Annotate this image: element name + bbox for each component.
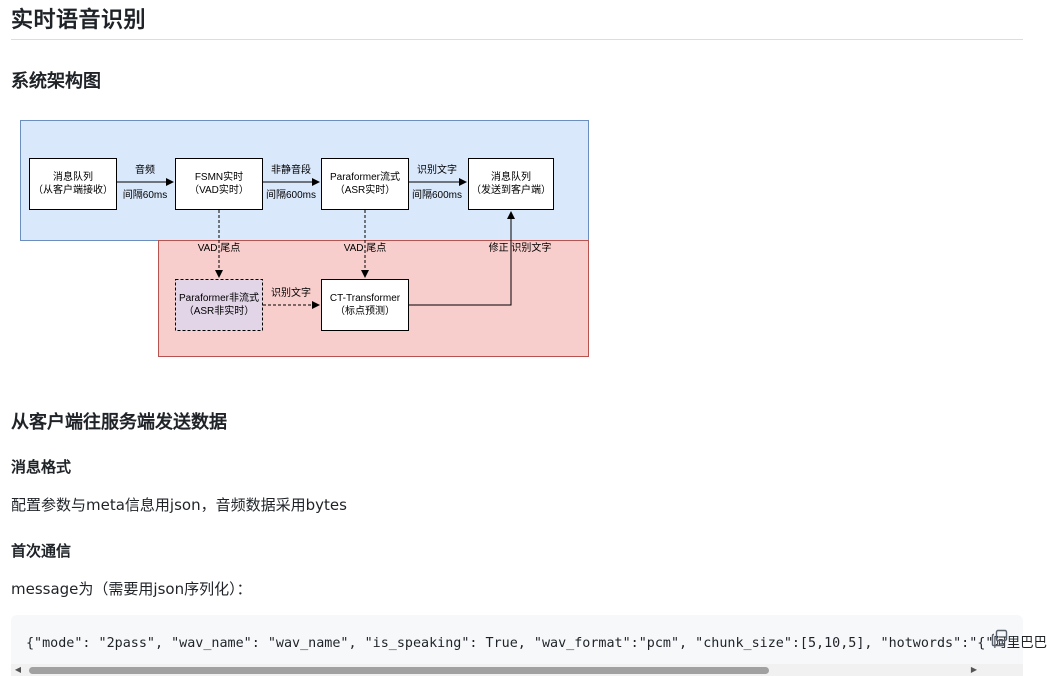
scrollbar-thumb[interactable]: [29, 667, 769, 674]
box-paraformer-offline: Paraformer非流式 （ASR非实时）: [175, 279, 263, 331]
first-communication-text: message为（需要用json序列化）：: [11, 580, 252, 598]
message-format-text: 配置参数与meta信息用json，音频数据采用bytes: [11, 496, 347, 514]
scroll-right-icon[interactable]: ▶: [970, 665, 978, 674]
box-fsmn-line1: FSMN实时: [195, 170, 243, 183]
horizontal-scrollbar[interactable]: ◀ ▶: [11, 664, 1023, 676]
title-divider: [11, 39, 1023, 40]
label-vad-end-2: VAD 尾点: [344, 242, 387, 254]
box-paraformer-offline-line2: （ASR非实时）: [184, 304, 255, 317]
label-interval-60: 间隔60ms: [123, 188, 167, 201]
label-vad-end-1: VAD 尾点: [198, 242, 241, 254]
label-interval-600a: 间隔600ms: [266, 188, 316, 201]
box-queue-out: 消息队列 （发送到客户端）: [468, 158, 554, 210]
label-audio: 音频: [135, 163, 155, 176]
section-heading-send: 从客户端往服务端发送数据: [11, 412, 227, 433]
box-ct-transformer-line2: （标点预测）: [335, 304, 395, 317]
heading-message-format: 消息格式: [11, 458, 72, 476]
box-queue-out-line2: （发送到客户端）: [471, 183, 551, 196]
box-ct-transformer-line1: CT-Transformer: [330, 293, 401, 304]
label-non-silence: 非静音段: [271, 163, 311, 176]
label-recog-text-bottom: 识别文字: [271, 286, 311, 299]
code-block: {"mode": "2pass", "wav_name": "wav_name"…: [11, 615, 1047, 676]
box-queue-in-line2: （从客户端接收）: [33, 183, 113, 196]
box-paraformer-stream: Paraformer流式 （ASR实时）: [321, 158, 409, 210]
box-paraformer-stream-line1: Paraformer流式: [330, 170, 400, 183]
label-recog-text-top: 识别文字: [417, 163, 457, 176]
heading-first-communication: 首次通信: [11, 542, 72, 560]
box-queue-in-line1: 消息队列: [53, 170, 93, 183]
code-text: {"mode": "2pass", "wav_name": "wav_name"…: [26, 636, 1047, 651]
architecture-diagram: 消息队列 （从客户端接收） FSMN实时 （VAD实时） Paraformer流…: [20, 120, 589, 357]
box-ct-transformer: CT-Transformer （标点预测）: [321, 279, 409, 331]
page-title: 实时语音识别: [11, 8, 147, 33]
label-interval-600b: 间隔600ms: [412, 188, 462, 201]
section-heading-architecture: 系统架构图: [11, 71, 101, 92]
scroll-left-icon[interactable]: ◀: [14, 665, 22, 674]
box-queue-out-line1: 消息队列: [491, 170, 531, 183]
copy-icon-glyph: [991, 629, 1008, 647]
label-fix-text: 修正 识别文字: [489, 241, 552, 254]
copy-icon[interactable]: [991, 629, 1009, 647]
box-paraformer-offline-line1: Paraformer非流式: [179, 291, 259, 304]
box-queue-in: 消息队列 （从客户端接收）: [29, 158, 117, 210]
box-fsmn-line2: （VAD实时）: [189, 183, 249, 196]
arrow-ct-to-queue: [409, 211, 515, 306]
box-fsmn: FSMN实时 （VAD实时）: [175, 158, 263, 210]
box-paraformer-stream-line2: （ASR实时）: [335, 183, 396, 196]
